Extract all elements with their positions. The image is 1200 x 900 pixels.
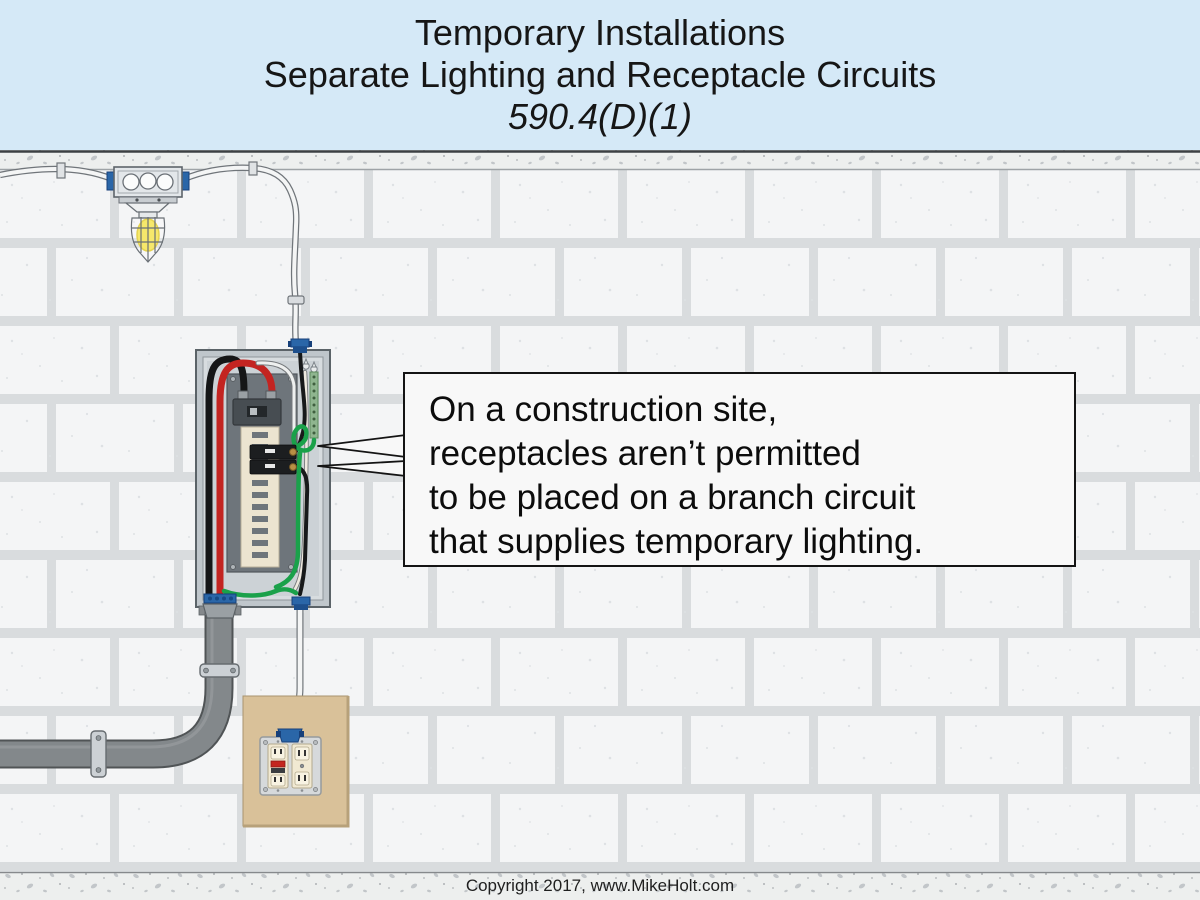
feeder-clamp-bottom (203, 593, 237, 604)
main-breaker (232, 390, 282, 426)
panelboard (195, 338, 331, 619)
title-line-2: Separate Lighting and Receptacle Circuit… (263, 54, 937, 95)
ground-bar (309, 371, 319, 439)
breaker-column (240, 426, 280, 568)
feeder-conduit (0, 615, 234, 769)
junction-box (106, 166, 190, 204)
lamp-wire-guard (130, 217, 166, 263)
callout-box: On a construction site, receptacles aren… (403, 372, 1076, 567)
floor-band (0, 871, 1200, 900)
cable-connector-bottom (291, 596, 311, 610)
ground-wires (221, 424, 317, 598)
receptacle-cable-connector (276, 728, 304, 743)
feeder-wires (205, 355, 276, 600)
callout-line-1: On a construction site, (429, 390, 778, 429)
duplex-receptacle (291, 743, 313, 789)
temporary-lamp (124, 202, 171, 263)
branch-breakers (249, 444, 297, 475)
deadfront-screws (230, 376, 294, 570)
conduit-strap-vertical-run (199, 663, 240, 678)
ceiling-band (0, 150, 1200, 171)
copyright-text: Copyright 2017, www.MikeHolt.com (465, 876, 735, 895)
gfci-receptacle (267, 743, 289, 789)
lighting-cord-right-to-panel (182, 161, 305, 345)
receptacle-outlet-assembly (242, 695, 350, 828)
callout-line-3: to be placed on a branch circuit (429, 478, 916, 517)
gfci-reset-button (271, 768, 285, 773)
gfci-test-button (270, 760, 286, 768)
title-line-1: Temporary Installations (414, 12, 786, 53)
lighting-cord-left (0, 162, 114, 183)
cable-connector-top (288, 338, 312, 353)
footer-band: Copyright 2017, www.MikeHolt.com (0, 872, 1200, 900)
conduit-hub (198, 603, 242, 619)
callout-line-2: receptacles aren’t permitted (429, 434, 861, 473)
callout-line-4: that supplies temporary lighting. (429, 522, 924, 561)
title-band: Temporary Installations Separate Lightin… (0, 0, 1200, 150)
code-reference: 590.4(D)(1) (507, 96, 693, 137)
conduit-strap-horizontal-run (90, 730, 107, 778)
